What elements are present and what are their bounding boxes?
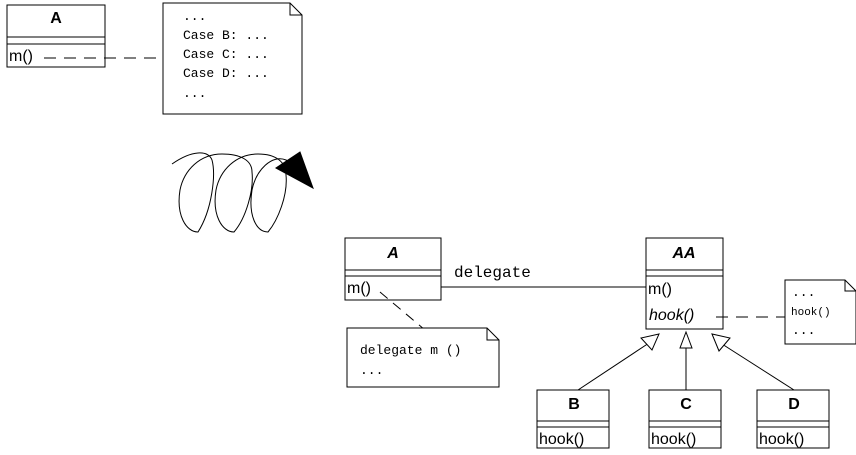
aa-note-line-2: hook() [791,307,831,319]
aa-note-line-3: ... [792,323,815,338]
bottom-class-a-method: m() [347,280,371,297]
class-b-name: B [568,396,580,413]
class-d-method: hook() [759,431,804,448]
class-c-method: hook() [651,431,696,448]
generalization-c [679,330,693,390]
aa-note-line-1: ... [792,285,815,300]
bottom-a-note-line-2: ... [360,363,383,378]
class-c-name: C [680,396,692,413]
class-aa: AA m() hook() [645,237,724,330]
generalization-d [711,333,795,391]
delegate-label: delegate [454,264,531,282]
top-note-line-2: Case B: ... [183,28,269,43]
class-aa-name: AA [671,245,695,262]
aa-note: ... hook() ... [784,279,856,345]
bottom-a-note: delegate m () ... [346,327,500,388]
class-d-name: D [788,396,800,413]
bottom-class-a-name: A [386,245,399,262]
transformation-arrow [171,151,314,233]
top-class-a-method: m() [9,48,33,65]
bottom-a-note-link [379,291,426,331]
class-d: D hook() [756,389,830,449]
class-aa-method-hook: hook() [649,307,694,324]
top-note-line-1: ... [183,9,206,24]
class-b: B hook() [536,389,610,449]
class-c: C hook() [648,389,722,449]
top-note: ... Case B: ... Case C: ... Case D: ... … [162,2,303,115]
class-b-method: hook() [539,431,584,448]
class-aa-method-m: m() [648,281,672,298]
bottom-class-a: A m() [344,237,442,301]
generalization-b [577,333,660,391]
top-class-a: A m() [6,4,106,68]
top-note-line-4: Case D: ... [183,66,269,81]
top-note-line-5: ... [183,86,206,101]
top-note-line-3: Case C: ... [183,47,269,62]
top-class-a-name: A [50,10,62,27]
bottom-a-note-line-1: delegate m () [360,343,461,358]
